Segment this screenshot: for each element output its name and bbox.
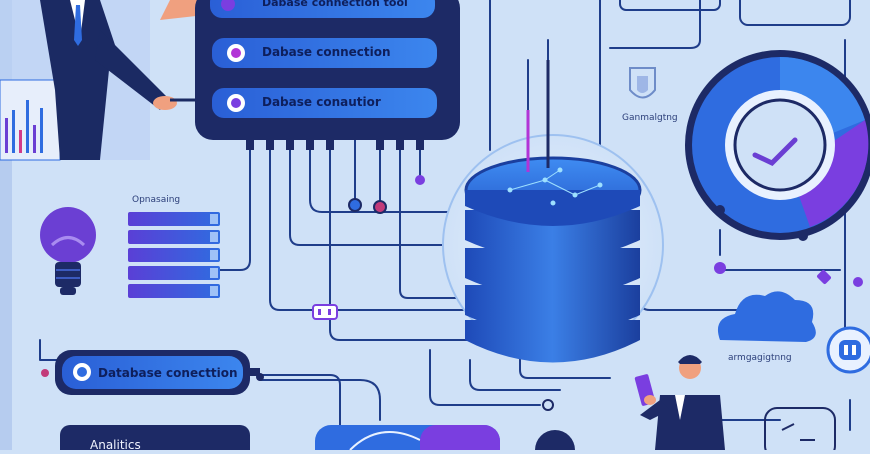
bars-label: Opnasaing (132, 195, 181, 205)
connection-panel (195, 0, 460, 150)
bottom-capsule[interactable] (315, 425, 575, 454)
banner-pill[interactable] (210, 0, 435, 18)
database-icon (442, 60, 664, 363)
top-right-frames (619, 0, 851, 26)
chat-frame (764, 407, 836, 454)
bottom-connection-pill[interactable] (55, 350, 260, 395)
shield-label: Ganmalgtng (622, 113, 678, 123)
bottom-pill-label: Database conecttion (98, 366, 238, 380)
presenter-figure-right (634, 355, 725, 450)
presenter-figure-left (0, 0, 220, 161)
analytics-card-label: Analitics (90, 438, 141, 452)
data-bars (128, 212, 220, 298)
connection-pill-1[interactable] (212, 38, 437, 68)
connection-pill-2[interactable] (212, 88, 437, 118)
connection-pill-2-label: Dabase conautior (262, 95, 381, 109)
cloud-icon (717, 270, 863, 342)
shield-icon (629, 67, 656, 99)
lightbulb-icon (40, 207, 96, 295)
connection-pill-1-label: Dabase connection (262, 45, 391, 59)
cloud-label: armgagigtnng (728, 353, 792, 363)
toggle-icon[interactable] (826, 326, 870, 374)
gauge-icon (685, 50, 870, 240)
checkmark-icon (752, 137, 798, 167)
node-chip (312, 304, 338, 320)
analytics-card[interactable] (60, 425, 250, 454)
banner-pill-label: Dabase connection tool (262, 0, 408, 9)
